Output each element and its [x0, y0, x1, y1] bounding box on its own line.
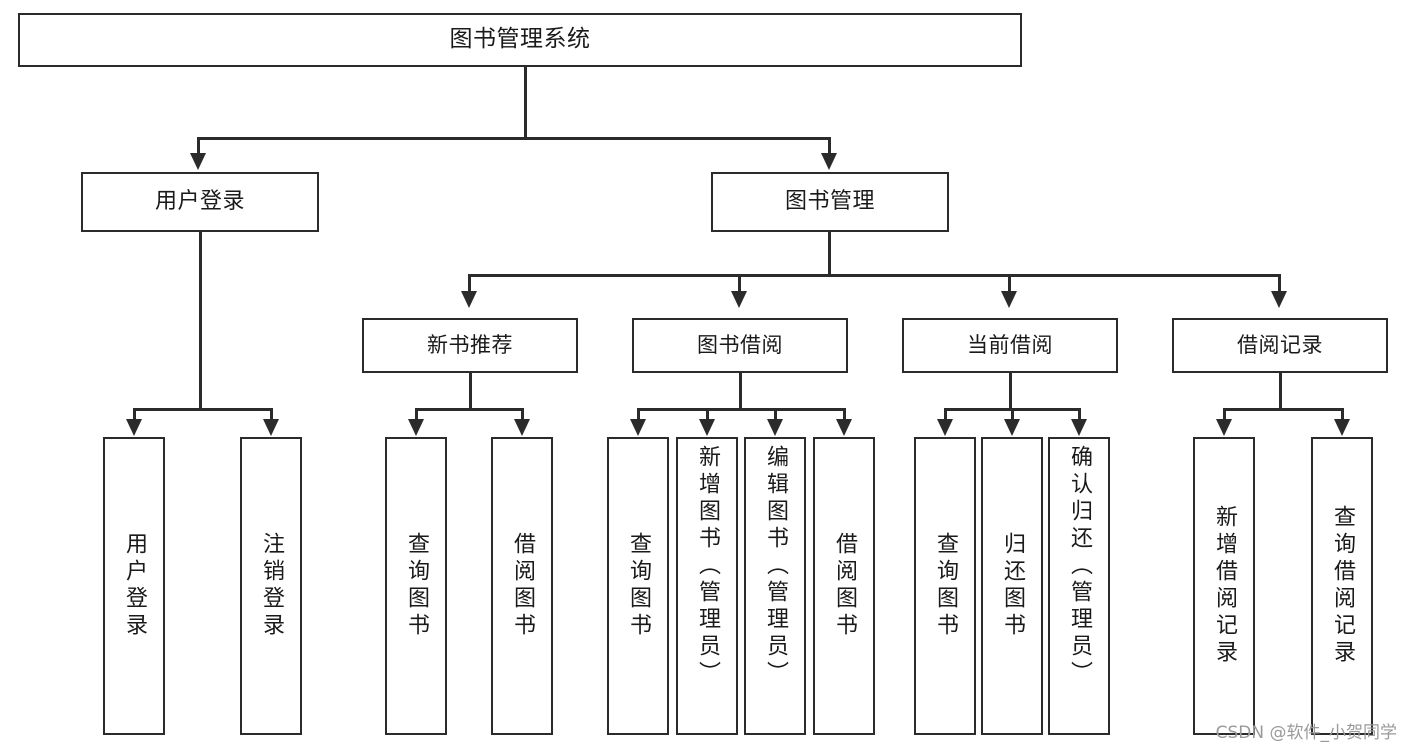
node-label: 图书管理	[784, 188, 875, 214]
connector-book-mgmt-to-new-book	[468, 274, 471, 292]
connector-book-mgmt-to-current-borrow	[1008, 274, 1011, 292]
connector-current-borrow-to-leaf-1	[944, 408, 947, 420]
leaf-logout[interactable]: 注销登录	[240, 437, 302, 735]
connector-user-login-bar	[133, 408, 272, 411]
connector-book-borrow-stem	[739, 373, 742, 410]
connector-book-mgmt-to-borrow-record	[1278, 274, 1281, 292]
leaf-user-login[interactable]: 用户登录	[103, 437, 165, 735]
leaf-current-query-book[interactable]: 查询图书	[914, 437, 976, 735]
node-label: 用户登录	[154, 188, 245, 214]
node-label: 新增借阅记录	[1212, 505, 1237, 667]
node-label: 归还图书	[1000, 532, 1025, 640]
arrow-user-login-to-leaf-1	[126, 419, 142, 436]
arrow-book-borrow-to-leaf-4	[836, 419, 852, 436]
node-label: 借阅记录	[1237, 332, 1323, 357]
arrow-book-mgmt-to-book-borrow	[731, 291, 747, 308]
connector-book-borrow-bar	[637, 408, 845, 411]
connector-book-borrow-to-leaf-1	[637, 408, 640, 420]
node-label: 编辑图书（管理员）	[763, 445, 788, 688]
leaf-borrow-query-book[interactable]: 查询图书	[607, 437, 669, 735]
connector-current-borrow-to-leaf-3	[1078, 408, 1081, 420]
connector-new-book-to-leaf-1	[415, 408, 418, 420]
node-label: 当前借阅	[967, 332, 1053, 357]
arrow-current-borrow-to-leaf-1	[937, 419, 953, 436]
arrow-new-book-to-leaf-1	[408, 419, 424, 436]
connector-new-book-stem	[469, 373, 472, 410]
leaf-add-book-admin[interactable]: 新增图书（管理员）	[676, 437, 738, 735]
node-label: 查询图书	[404, 532, 429, 640]
leaf-new-book-query[interactable]: 查询图书	[385, 437, 447, 735]
connector-user-login-to-leaf-1	[133, 408, 136, 420]
node-label: 查询借阅记录	[1330, 505, 1355, 667]
connector-book-mgmt-to-book-borrow	[738, 274, 741, 292]
leaf-query-borrow-record[interactable]: 查询借阅记录	[1311, 437, 1373, 735]
arrow-book-borrow-to-leaf-1	[630, 419, 646, 436]
connector-book-borrow-to-leaf-2	[706, 408, 709, 420]
node-current-borrow[interactable]: 当前借阅	[902, 318, 1118, 373]
connector-borrow-record-bar	[1223, 408, 1343, 411]
arrow-book-mgmt-to-current-borrow	[1001, 291, 1017, 308]
connector-root-to-book-mgmt	[828, 137, 831, 155]
connector-new-book-to-leaf-2	[521, 408, 524, 420]
arrow-current-borrow-to-leaf-2	[1004, 419, 1020, 436]
connector-user-login-to-leaf-2	[270, 408, 273, 420]
arrow-book-mgmt-to-new-book	[461, 291, 477, 308]
arrow-new-book-to-leaf-2	[514, 419, 530, 436]
node-label: 图书管理系统	[449, 26, 591, 53]
leaf-add-borrow-record[interactable]: 新增借阅记录	[1193, 437, 1255, 735]
arrow-user-login-to-leaf-2	[263, 419, 279, 436]
node-label: 确认归还（管理员）	[1067, 445, 1092, 688]
arrow-root-to-book-mgmt	[821, 153, 837, 170]
node-user-login[interactable]: 用户登录	[81, 172, 319, 232]
connector-root-bar	[197, 137, 829, 140]
arrow-borrow-record-to-leaf-1	[1216, 419, 1232, 436]
connector-root-stem	[524, 67, 527, 139]
node-new-book-recommend[interactable]: 新书推荐	[362, 318, 578, 373]
leaf-return-book[interactable]: 归还图书	[981, 437, 1043, 735]
node-label: 新书推荐	[427, 332, 513, 357]
node-label: 图书借阅	[697, 332, 783, 357]
node-book-management[interactable]: 图书管理	[711, 172, 949, 232]
leaf-borrow-book[interactable]: 借阅图书	[813, 437, 875, 735]
connector-book-borrow-to-leaf-3	[774, 408, 777, 420]
node-label: 查询图书	[933, 532, 958, 640]
node-label: 新增图书（管理员）	[695, 445, 720, 688]
arrow-book-mgmt-to-borrow-record	[1271, 291, 1287, 308]
connector-borrow-record-to-leaf-1	[1223, 408, 1226, 420]
connector-book-borrow-to-leaf-4	[843, 408, 846, 420]
node-label: 借阅图书	[832, 532, 857, 640]
connector-borrow-record-to-leaf-2	[1341, 408, 1344, 420]
arrow-root-to-user-login	[190, 153, 206, 170]
node-root-system[interactable]: 图书管理系统	[18, 13, 1022, 67]
connector-current-borrow-to-leaf-2	[1011, 408, 1014, 420]
node-book-borrow[interactable]: 图书借阅	[632, 318, 848, 373]
connector-borrow-record-stem	[1279, 373, 1282, 410]
node-label: 查询图书	[626, 532, 651, 640]
arrow-borrow-record-to-leaf-2	[1334, 419, 1350, 436]
arrow-book-borrow-to-leaf-2	[699, 419, 715, 436]
arrow-book-borrow-to-leaf-3	[767, 419, 783, 436]
leaf-edit-book-admin[interactable]: 编辑图书（管理员）	[744, 437, 806, 735]
arrow-current-borrow-to-leaf-3	[1071, 419, 1087, 436]
node-borrow-record[interactable]: 借阅记录	[1172, 318, 1388, 373]
node-label: 用户登录	[122, 532, 147, 640]
leaf-new-book-borrow[interactable]: 借阅图书	[491, 437, 553, 735]
connector-book-mgmt-stem	[828, 232, 831, 276]
connector-current-borrow-stem	[1009, 373, 1012, 410]
connector-new-book-bar	[415, 408, 523, 411]
node-label: 借阅图书	[510, 532, 535, 640]
connector-book-mgmt-bar	[468, 274, 1278, 277]
leaf-confirm-return-admin[interactable]: 确认归还（管理员）	[1048, 437, 1110, 735]
connector-root-to-user-login	[197, 137, 200, 155]
connector-user-login-stem	[199, 232, 202, 410]
node-label: 注销登录	[259, 532, 284, 640]
